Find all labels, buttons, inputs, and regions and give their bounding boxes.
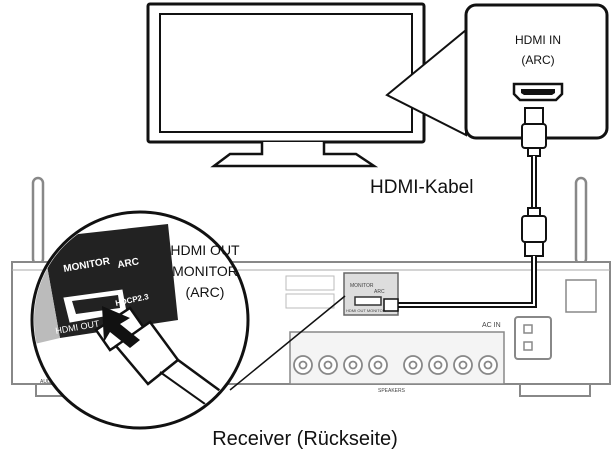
receiver-out-label-1: HDMI OUT — [170, 242, 240, 258]
panel-monitor-label: MONITOR — [350, 283, 374, 289]
audio-label: AUDIO — [40, 379, 56, 385]
panel-arc-label: ARC — [374, 289, 385, 295]
tv-arc-label: (ARC) — [521, 53, 554, 67]
speaker-terminals — [293, 355, 498, 375]
hdmi-cable-label: HDMI-Kabel — [370, 177, 473, 198]
speakers-label: SPEAKERS — [378, 388, 406, 394]
ac-in-label: AC IN — [482, 322, 501, 329]
tv-icon — [146, 2, 426, 168]
tv-hdmi-in-label: HDMI IN — [515, 33, 561, 47]
receiver-out-label-2: MONITOR — [172, 263, 238, 279]
zoom-callout: MONITOR ARC HDMI OUT HDCP2.3 — [30, 210, 346, 430]
zoom-arc-label: ARC — [117, 256, 140, 271]
receiver-out-label-3: (ARC) — [186, 284, 225, 300]
hdmi-cable — [521, 107, 547, 257]
tv-port-callout: HDMI IN (ARC) — [385, 3, 609, 140]
panel-hdmi-out-label: HDMI OUT MONITOR — [346, 308, 386, 313]
receiver-caption: Receiver (Rückseite) — [212, 428, 398, 450]
